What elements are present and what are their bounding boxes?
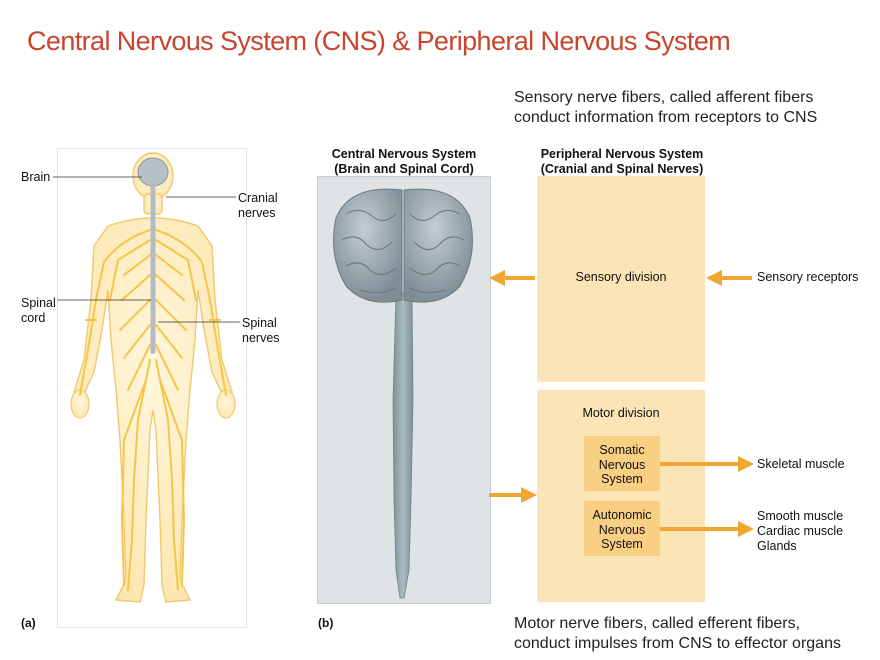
sensory-note-line2: conduct information from receptors to CN… (514, 109, 818, 126)
brain (333, 188, 473, 303)
label-spinal-nerves-line1: Spinal (242, 316, 277, 330)
pns-heading-line1: Peripheral Nervous System (540, 147, 704, 161)
skeletal-muscle-label: Skeletal muscle (757, 457, 845, 471)
motor-note-line2: conduct impulses from CNS to effector or… (514, 635, 841, 652)
autonomic-line2: Nervous (598, 522, 646, 537)
page-title: Central Nervous System (CNS) & Periphera… (27, 26, 731, 56)
motor-fibers-note: Motor nerve fibers, called efferent fibe… (514, 614, 841, 654)
peripheral-nerves (79, 229, 227, 591)
pns-heading: Peripheral Nervous System (Cranial and S… (524, 147, 720, 176)
cns-heading: Central Nervous System (Brain and Spinal… (318, 147, 490, 176)
leader-lines (53, 176, 240, 323)
arrow-somatic-to-skeletal (660, 456, 754, 472)
somatic-nervous-system-box: Somatic Nervous System (584, 436, 660, 491)
autonomic-line3: System (601, 537, 643, 551)
label-cranial-line2: nerves (238, 206, 276, 220)
autonomic-line1: Autonomic (592, 508, 652, 522)
autonomic-nervous-system-box: Autonomic Nervous System (584, 501, 660, 556)
arrow-cns-to-motor (489, 487, 537, 503)
panel-b-letter: (b) (318, 616, 334, 630)
autonomic-targets-label: Smooth muscle Cardiac muscle Glands (757, 509, 843, 554)
arrow-receptors-to-sensory (706, 270, 752, 286)
sensory-division-box (537, 176, 705, 382)
cns-heading-line1: Central Nervous System (331, 147, 477, 161)
pns-heading-line2: (Cranial and Spinal Nerves) (540, 161, 704, 176)
cardiac-muscle-label: Cardiac muscle (757, 524, 844, 538)
motor-division-label: Motor division (582, 406, 660, 420)
label-cranial-line1: Cranial (238, 191, 278, 205)
sensory-fibers-note: Sensory nerve fibers, called afferent fi… (514, 88, 817, 128)
glands-label: Glands (757, 539, 797, 553)
cns-heading-line2: (Brain and Spinal Cord) (334, 161, 474, 176)
arrow-autonomic-to-targets (660, 521, 754, 537)
sensory-note-line1: Sensory nerve fibers, called afferent fi… (514, 89, 814, 106)
label-spinal-cord: Spinal cord (21, 296, 56, 326)
sensory-receptors-label: Sensory receptors (757, 270, 859, 284)
somatic-line3: System (601, 472, 643, 486)
motor-note-line1: Motor nerve fibers, called efferent fibe… (514, 615, 801, 632)
sensory-division-label: Sensory division (575, 270, 667, 284)
spinal-cord-small (150, 184, 156, 354)
arrow-sensory-to-cns (489, 270, 535, 286)
smooth-muscle-label: Smooth muscle (757, 509, 844, 523)
somatic-line2: Nervous (598, 457, 646, 472)
label-cranial-nerves: Cranial nerves (238, 191, 278, 221)
label-spinal-nerves-line2: nerves (242, 331, 280, 345)
panel-a-letter: (a) (21, 616, 36, 630)
somatic-line1: Somatic (599, 443, 645, 457)
label-spinal-cord-line2: cord (21, 311, 46, 325)
label-spinal-cord-line1: Spinal (21, 296, 56, 310)
label-brain: Brain (21, 170, 51, 184)
label-spinal-nerves: Spinal nerves (242, 316, 280, 346)
motor-division-box (537, 390, 705, 602)
